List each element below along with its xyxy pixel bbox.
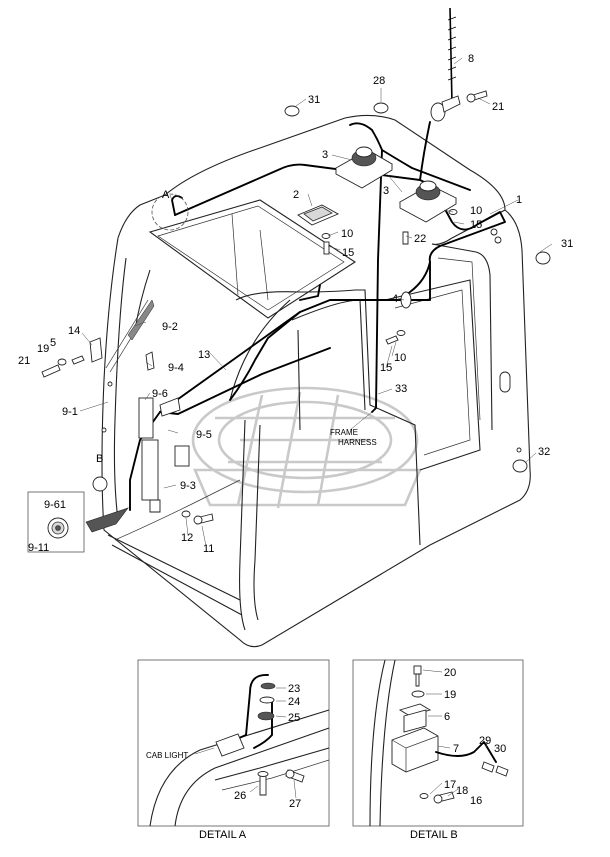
callout-15: 15	[380, 362, 392, 374]
frame-harness-label: FRAME	[330, 428, 358, 437]
callout-19: 19	[444, 689, 456, 701]
detail-b-inset-part	[47, 517, 69, 539]
callout-21: 21	[18, 355, 30, 367]
callout-23: 23	[288, 683, 300, 695]
callout-19: 19	[37, 343, 49, 355]
leader-lines	[79, 57, 553, 547]
callout-21: 21	[492, 101, 504, 113]
callout-9-1: 9-1	[62, 406, 78, 418]
callout-29: 29	[479, 735, 491, 747]
callout-1: 1	[516, 194, 522, 206]
callout-12: 12	[181, 532, 193, 544]
grommets	[284, 102, 551, 473]
watermark-logo	[191, 386, 422, 509]
antenna	[430, 7, 461, 122]
callout-15: 15	[342, 247, 354, 259]
callout-3: 3	[322, 149, 328, 161]
callout-26: 26	[234, 790, 246, 802]
callout-numbers: 8 28 31 21 3 3 1 2 10 15 10 15 22 31 A 4…	[18, 53, 573, 810]
callout-10: 10	[394, 352, 406, 364]
callout-25: 25	[288, 712, 300, 724]
text-labels: FRAME HARNESS CAB LIGHT DETAIL A DETAIL …	[146, 428, 458, 841]
callout-10: 10	[341, 228, 353, 240]
callout-30: 30	[494, 743, 506, 755]
callout-6: 6	[444, 711, 450, 723]
callout-31: 31	[561, 238, 573, 250]
callout-31: 31	[308, 94, 320, 106]
callout-27: 27	[289, 798, 301, 810]
callout-16: 16	[470, 795, 482, 807]
detail-b-inset	[27, 491, 85, 553]
callout-9-2: 9-2	[162, 321, 178, 333]
callout-9-6: 9-6	[152, 388, 168, 400]
callout-2: 2	[293, 189, 299, 201]
callout-15: 15	[470, 219, 482, 231]
wiper-assembly	[85, 299, 190, 533]
detail-b-caption: DETAIL B	[410, 829, 458, 841]
callout-7: 7	[453, 743, 459, 755]
detail-b	[352, 659, 524, 827]
frame-harness-label-line2: HARNESS	[338, 438, 377, 447]
callout-9-3: 9-3	[180, 480, 196, 492]
callout-9-61: 9-61	[44, 499, 66, 511]
callout-9-11: 9-11	[28, 542, 49, 554]
detail-a-caption: DETAIL A	[199, 829, 247, 841]
callout-4: 4	[392, 293, 398, 305]
callout-18: 18	[456, 785, 468, 797]
speaker-right	[399, 180, 457, 223]
detail-a-marker	[151, 193, 189, 231]
cab-light-label: CAB LIGHT	[146, 751, 188, 760]
callout-9-4: 9-4	[168, 362, 184, 374]
callout-33: 33	[395, 383, 407, 395]
callout-11: 11	[203, 543, 214, 555]
fasteners	[41, 90, 488, 525]
room-lamp	[297, 204, 340, 226]
callout-17: 17	[444, 779, 456, 791]
callout-14: 14	[68, 325, 80, 337]
callout-20: 20	[444, 667, 456, 679]
callout-3: 3	[383, 185, 389, 197]
callout-22: 22	[414, 233, 426, 245]
callout-B: B	[96, 453, 103, 465]
callout-A: A	[162, 189, 170, 201]
callout-10: 10	[470, 205, 482, 217]
callout-24: 24	[288, 696, 300, 708]
callout-13: 13	[198, 349, 210, 361]
callout-32: 32	[538, 446, 550, 458]
speaker-left	[335, 146, 393, 189]
callout-28: 28	[373, 75, 385, 87]
callout-9-5: 9-5	[196, 429, 212, 441]
detail-a	[137, 659, 330, 827]
callout-8: 8	[468, 53, 474, 65]
callout-5: 5	[50, 337, 56, 349]
